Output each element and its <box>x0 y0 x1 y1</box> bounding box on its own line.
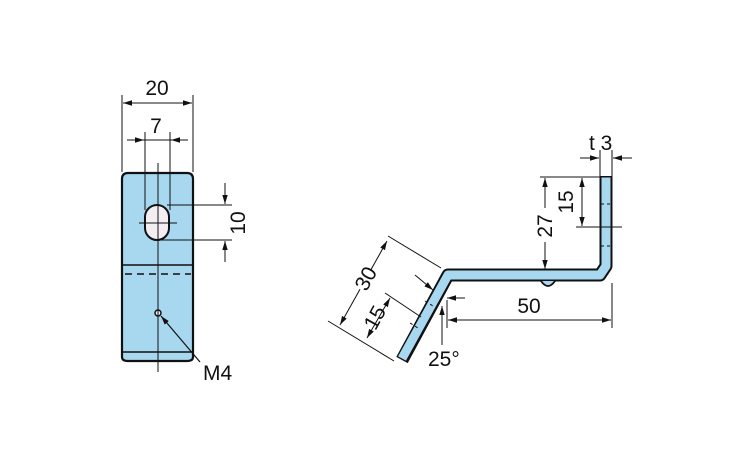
bracket-profile-fill <box>398 177 611 361</box>
m4-leader <box>160 315 201 363</box>
dim-upper-hole-15: 15 <box>555 190 578 213</box>
dim-slot-10: 10 <box>227 211 250 234</box>
dim-hole-offset-7: 7 <box>150 115 162 138</box>
front-view <box>120 95 232 372</box>
dim-length-50: 50 <box>517 295 540 318</box>
dim-width-20: 20 <box>145 77 168 100</box>
side-view <box>327 150 632 364</box>
thread-label-m4: M4 <box>203 362 232 385</box>
dim-thickness: t 3 <box>589 132 612 155</box>
dim-height-27: 27 <box>534 214 557 237</box>
weld-nut-bump <box>540 280 556 287</box>
dim-angle-25: 25° <box>428 348 460 371</box>
dim-angled-hole-15: 15 <box>360 302 391 334</box>
